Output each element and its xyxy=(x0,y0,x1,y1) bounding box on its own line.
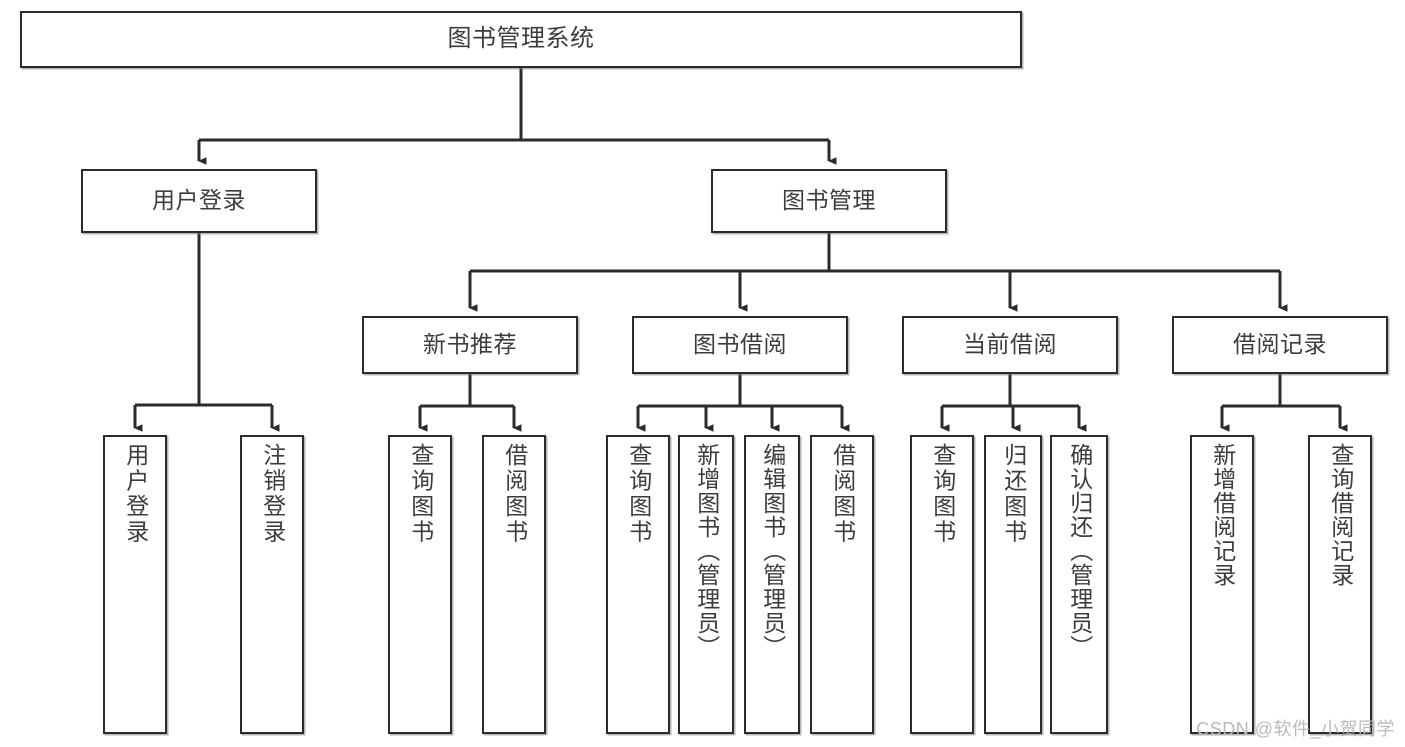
node-book-borrow[interactable]: 图书借阅 xyxy=(632,316,848,374)
node-leaf-borrow-book-2[interactable]: 借阅图书 xyxy=(810,435,874,734)
node-leaf-add-record[interactable]: 新增借阅记录 xyxy=(1190,435,1254,734)
node-current-borrow-label: 当前借阅 xyxy=(963,331,1057,358)
node-borrow-record-label: 借阅记录 xyxy=(1233,331,1327,358)
node-borrow-record[interactable]: 借阅记录 xyxy=(1172,316,1388,374)
node-leaf-query-record[interactable]: 查询借阅记录 xyxy=(1308,435,1372,734)
node-leaf-borrow-book-1-label: 借阅图书 xyxy=(501,443,528,545)
node-leaf-add-book-label: 新增图书（管理员） xyxy=(693,443,720,659)
node-leaf-return-book[interactable]: 归还图书 xyxy=(984,435,1042,734)
node-leaf-query-book-1-label: 查询图书 xyxy=(407,443,434,545)
node-root[interactable]: 图书管理系统 xyxy=(20,11,1022,68)
node-leaf-query-book-3-label: 查询图书 xyxy=(929,443,956,545)
node-leaf-edit-book-label: 编辑图书（管理员） xyxy=(759,443,786,659)
node-leaf-query-book-1[interactable]: 查询图书 xyxy=(388,435,452,734)
node-leaf-confirm-return-label: 确认归还（管理员） xyxy=(1066,443,1093,659)
node-leaf-query-book-3[interactable]: 查询图书 xyxy=(910,435,974,734)
csdn-watermark: CSDN @软件_小贺同学 xyxy=(1196,719,1395,739)
node-leaf-borrow-book-2-label: 借阅图书 xyxy=(829,443,856,545)
node-leaf-edit-book[interactable]: 编辑图书（管理员） xyxy=(744,435,800,734)
node-new-book-recommend[interactable]: 新书推荐 xyxy=(362,316,578,374)
node-leaf-add-record-label: 新增借阅记录 xyxy=(1209,443,1236,587)
node-leaf-confirm-return[interactable]: 确认归还（管理员） xyxy=(1050,435,1108,734)
node-book-borrow-label: 图书借阅 xyxy=(693,331,787,358)
node-leaf-add-book[interactable]: 新增图书（管理员） xyxy=(678,435,734,734)
node-book-manage[interactable]: 图书管理 xyxy=(711,169,947,233)
node-leaf-query-book-2[interactable]: 查询图书 xyxy=(606,435,670,734)
node-leaf-query-book-2-label: 查询图书 xyxy=(625,443,652,545)
node-leaf-user-login-label: 用户登录 xyxy=(122,443,149,545)
node-book-manage-label: 图书管理 xyxy=(782,187,876,214)
node-leaf-return-book-label: 归还图书 xyxy=(1000,443,1027,545)
node-leaf-query-record-label: 查询借阅记录 xyxy=(1327,443,1354,587)
node-user-login[interactable]: 用户登录 xyxy=(81,169,317,233)
node-leaf-user-logout[interactable]: 注销登录 xyxy=(240,435,304,734)
node-new-book-recommend-label: 新书推荐 xyxy=(423,331,517,358)
node-root-label: 图书管理系统 xyxy=(447,25,595,53)
node-user-login-label: 用户登录 xyxy=(152,187,246,214)
node-leaf-user-logout-label: 注销登录 xyxy=(259,443,286,545)
node-leaf-borrow-book-1[interactable]: 借阅图书 xyxy=(482,435,546,734)
node-leaf-user-login[interactable]: 用户登录 xyxy=(103,435,167,734)
node-current-borrow[interactable]: 当前借阅 xyxy=(902,316,1118,374)
